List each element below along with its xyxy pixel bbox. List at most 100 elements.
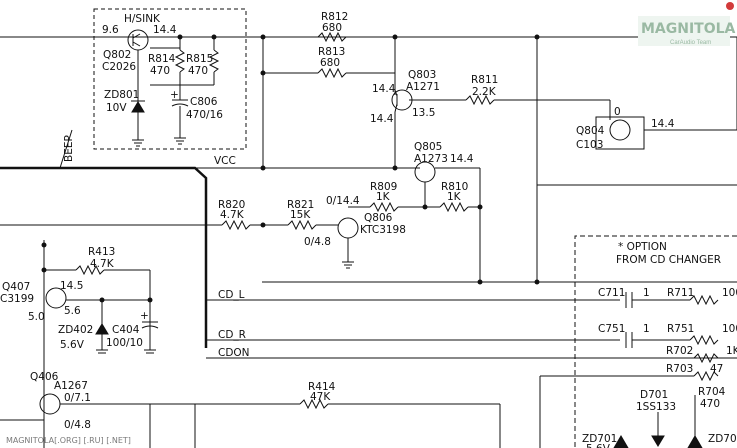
label-cd-l: CD_L <box>218 289 245 301</box>
label-r814: R814 <box>148 53 176 65</box>
label-option-1: * OPTION <box>618 241 667 253</box>
label-r711-val: 100 <box>722 287 737 299</box>
zd801-diode <box>131 101 145 113</box>
label-d701-type: 1SS133 <box>636 401 676 413</box>
label-v-5-6: 5.6 <box>64 305 81 317</box>
q804-box <box>595 116 645 150</box>
r814-resistor <box>174 49 186 73</box>
label-v-14-4-d: 14.4 <box>651 118 675 130</box>
q805-transistor <box>414 161 436 183</box>
label-q802: Q802 <box>103 49 131 61</box>
r811-resistor <box>465 94 495 106</box>
label-r810: R810 <box>441 181 468 193</box>
label-c806: C806 <box>190 96 218 108</box>
label-q406-type: A1267 <box>54 380 88 392</box>
label-zd701: ZD701 <box>582 433 617 445</box>
r751-resistor <box>689 334 719 346</box>
label-v-14-4-a: 14.4 <box>153 24 177 36</box>
label-zd70x: ZD70 <box>708 433 737 445</box>
label-r703: R703 <box>666 363 693 375</box>
label-q406: Q406 <box>30 371 59 383</box>
label-q407: Q407 <box>2 281 30 293</box>
label-q803-type: A1271 <box>406 81 440 93</box>
label-r702-val: 1K <box>726 345 737 357</box>
r703-resistor <box>693 370 719 382</box>
label-r702: R702 <box>666 345 693 357</box>
label-r815-val: 470 <box>188 65 208 77</box>
r711-resistor <box>689 294 719 306</box>
label-q806: Q806 <box>364 212 393 224</box>
magnitola-logo: MAGNITOLA CarAudio Team <box>638 2 736 46</box>
label-r811: R811 <box>471 74 498 86</box>
r820-resistor <box>221 219 251 231</box>
heatsink-label: H/SINK <box>124 13 161 25</box>
label-v-0-14-4: 0/14.4 <box>326 195 360 207</box>
label-q805: Q805 <box>414 141 442 153</box>
label-q802-type: C2026 <box>102 61 136 73</box>
r414-resistor <box>299 398 329 410</box>
q802-transistor <box>127 29 149 51</box>
label-v-9-6: 9.6 <box>102 24 119 36</box>
label-r751: R751 <box>667 323 694 335</box>
label-plus-c404: + <box>140 310 149 322</box>
label-v-14-5: 14.5 <box>60 280 83 292</box>
label-r815: R815 <box>186 53 213 65</box>
label-r413-val: 4.7K <box>90 258 115 270</box>
label-c404-val: 100/10 <box>106 337 143 349</box>
label-c404: C404 <box>112 324 140 336</box>
label-r812: R812 <box>321 11 348 23</box>
label-r751-val: 100 <box>722 323 737 335</box>
label-r704-val: 470 <box>700 398 720 410</box>
label-c806-val: 470/16 <box>186 109 223 121</box>
bus-line <box>0 166 208 348</box>
label-r414: R414 <box>308 381 336 393</box>
label-r813-val: 680 <box>320 57 340 69</box>
r812-resistor <box>317 31 347 43</box>
label-v-14-4-c: 14.4 <box>370 113 394 125</box>
label-q806-type: KTC3198 <box>360 224 406 236</box>
q406-transistor <box>39 393 61 415</box>
r413-resistor <box>75 264 105 276</box>
d701-diode <box>651 435 665 447</box>
label-v-14-4-b: 14.4 <box>372 83 396 95</box>
label-v-13-5: 13.5 <box>412 107 435 119</box>
label-q804: Q804 <box>576 125 605 137</box>
label-q805-type: A1273 <box>414 153 448 165</box>
label-r821: R821 <box>287 199 314 211</box>
label-r711: R711 <box>667 287 694 299</box>
heatsink-box <box>93 8 247 150</box>
zd70x-diode <box>687 435 703 448</box>
label-q407-type: C3199 <box>0 293 34 305</box>
label-r814-val: 470 <box>150 65 170 77</box>
label-v-5-0: 5.0 <box>28 311 45 323</box>
label-v-0-4-8-b: 0/4.8 <box>64 419 91 431</box>
label-r820-val: 4.7K <box>220 209 245 221</box>
option-box <box>574 235 737 448</box>
q806-transistor <box>337 217 359 239</box>
label-r414-val: 47K <box>310 391 331 403</box>
label-zd402-val: 5.6V <box>60 339 85 351</box>
label-r810-val: 1K <box>447 191 462 203</box>
r821-resistor <box>287 219 317 231</box>
label-r813: R813 <box>318 46 345 58</box>
label-vcc: VCC <box>214 155 236 167</box>
r809-resistor <box>369 201 399 213</box>
label-q804-type: C103 <box>576 139 603 151</box>
label-cd-r: CD_R <box>218 329 246 341</box>
svg-text:MAGNITOLA: MAGNITOLA <box>641 21 736 37</box>
label-r820: R820 <box>218 199 245 211</box>
c806-capacitor <box>171 103 189 107</box>
label-r809: R809 <box>370 181 397 193</box>
label-r811-val: 2.2K <box>472 86 497 98</box>
label-plus-c806: + <box>170 89 179 101</box>
label-zd402: ZD402 <box>58 324 93 336</box>
footer-watermark: MAGNITOLA[.ORG] [.RU] [.NET] <box>6 436 131 445</box>
label-r704: R704 <box>698 386 726 398</box>
q407-transistor <box>45 287 67 309</box>
label-r821-val: 15K <box>290 209 311 221</box>
r813-resistor <box>317 67 347 79</box>
label-beep: BEEP <box>63 135 75 162</box>
label-c751-val: 1 <box>643 323 650 335</box>
